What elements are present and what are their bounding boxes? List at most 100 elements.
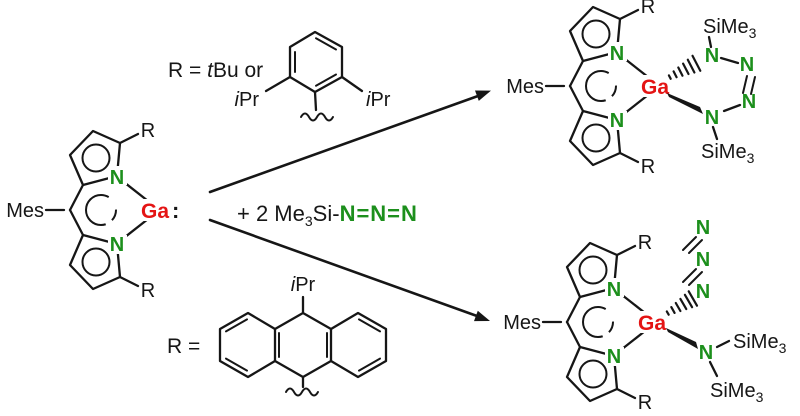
ipr-bond-right (340, 75, 364, 93)
sime3-label-bottom: SiMe3 (701, 141, 755, 166)
atom-mask (642, 75, 668, 97)
hashed-wedge-bond (667, 54, 702, 80)
mes-label: Mes (503, 312, 541, 334)
arrow-shaft (208, 94, 480, 194)
r-definition-dipp: R = tBu or iPr iPr (168, 30, 391, 122)
bold-wedge-bond (666, 328, 698, 349)
anthracene-shared-bonds (273, 327, 333, 363)
azide-double-bond-upper (682, 236, 703, 254)
tert-italic: t (207, 59, 214, 82)
azide-double-bond-lower (682, 268, 703, 286)
product-azide-amide-core: Mes N N Ga R R (503, 232, 666, 414)
atom-mask (108, 235, 127, 254)
pyrrole-n-label-top: N (607, 279, 621, 301)
pyrrole-n-label-bottom: N (607, 346, 621, 368)
azide-n-label-bottom: N (696, 281, 710, 303)
delocalization-arc (585, 70, 617, 102)
sime3-subscript: 3 (779, 340, 787, 356)
sime3-subscript: 3 (756, 389, 764, 405)
sime3-text: SiMe (710, 380, 756, 402)
r-equals-prefix: R = (168, 59, 207, 82)
hash-mark (687, 290, 699, 307)
pyrrole-n-label-top: N (110, 167, 124, 189)
r-label-bottom: R (141, 280, 155, 302)
reagent-text: + 2 Me3Si-N=N=N (237, 201, 418, 229)
sime3-text: SiMe (733, 331, 779, 353)
n-n-double-bond (742, 75, 756, 95)
hash-mark (686, 58, 696, 74)
sime3-label-right: SiMe3 (733, 331, 787, 356)
hash-mark (677, 66, 684, 77)
arrow-head (474, 310, 490, 322)
arrow-to-tetrazene-product (208, 90, 491, 194)
atom-mask (605, 278, 624, 297)
reagent-prefix: + 2 Me (237, 201, 305, 226)
n3-n4-bond (722, 103, 742, 113)
n-sime3-bond-top (707, 35, 713, 49)
r-label-bottom: R (638, 392, 652, 414)
n-sime3-bond-down (708, 360, 719, 378)
wavy-attachment (285, 387, 319, 397)
r-label-bottom: R (641, 156, 655, 178)
aromatic-circle-bottom (81, 247, 111, 277)
sime3-subscript: 3 (747, 150, 755, 166)
hash-mark (679, 297, 688, 311)
pyrrole-n-label-bottom: N (110, 234, 124, 256)
hash-mark (683, 293, 694, 309)
tetrazene-ligand: N N N N SiMe3 SiMe3 (667, 16, 757, 166)
anthracene-double-bonds (225, 318, 381, 372)
n1-n2-bond (719, 56, 740, 65)
r-equals-text: R = (167, 335, 200, 358)
lone-pair: : (172, 198, 179, 223)
ipr-pr: Pr (295, 274, 315, 296)
atom-mask (608, 42, 627, 61)
delocalization-arc (85, 194, 117, 226)
r-bond-top (118, 132, 140, 145)
atom-mask (605, 347, 624, 366)
anthracene-outline (218, 311, 388, 379)
atom-mask (108, 166, 127, 185)
aromatic-circle-bottom (578, 359, 608, 389)
azide-amide-ligands: N N N N SiMe3 SiMe3 (665, 217, 787, 405)
hashed-wedge-bond (665, 290, 699, 316)
r-label-top: R (141, 120, 155, 142)
r-bond-bottom (618, 151, 640, 164)
benzene-double-bonds (294, 37, 337, 87)
r-bond-bottom (118, 275, 140, 288)
gallium-label: Ga (638, 312, 666, 335)
atom-mask (608, 111, 627, 130)
sime3-label-bottom: SiMe3 (710, 380, 764, 405)
arrow-shaft (208, 218, 479, 318)
r-bond-bottom (615, 387, 637, 400)
pyrrole-n-label-bottom: N (610, 110, 624, 132)
ipr-pr: Pr (239, 89, 259, 111)
r-bond-top (615, 244, 637, 257)
attachment-bond (313, 90, 318, 112)
aromatic-circle-bottom (581, 123, 611, 153)
delocalization-arc (582, 306, 614, 338)
tetrazene-n1-label: N (705, 45, 719, 67)
aromatic-circle-top (81, 143, 111, 173)
aromatic-circle-top (581, 19, 611, 49)
r-label-top: R (641, 0, 655, 18)
gallium-label: Ga (641, 76, 669, 99)
reagent-suffix: Si- (313, 201, 340, 226)
aromatic-circle-top (578, 255, 608, 285)
ipr-label-left: iPr (235, 89, 260, 111)
hash-mark (674, 301, 682, 313)
sime3-text: SiMe (701, 141, 747, 163)
amide-n-label: N (699, 342, 713, 364)
mes-label: Mes (6, 200, 44, 222)
hash-mark (667, 74, 672, 80)
ipr-i: i (366, 89, 371, 111)
wavy-attachment (300, 112, 334, 122)
azide-n-label-top: N (696, 217, 710, 239)
gallium-label: Ga (141, 200, 169, 223)
ipr-i: i (291, 274, 296, 296)
benzene-ring (288, 30, 344, 94)
r-bond-top (618, 8, 640, 21)
pyrrole-n-label-top: N (610, 43, 624, 65)
atom-mask (639, 311, 665, 333)
